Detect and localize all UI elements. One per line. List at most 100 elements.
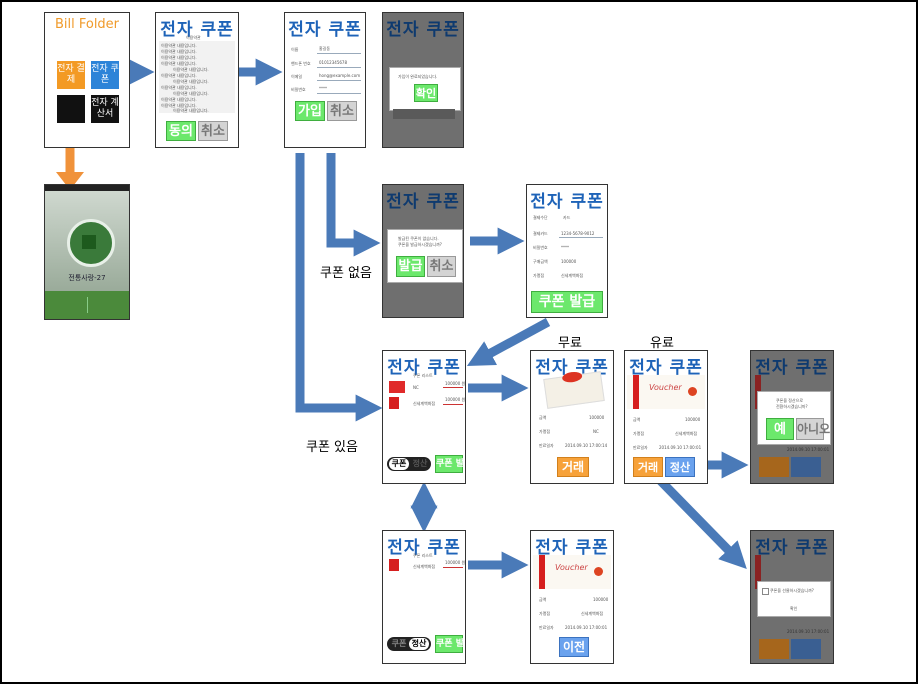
detail-label: 만료일자 — [539, 625, 554, 630]
dimmed-settle-button — [791, 639, 821, 659]
label-no-coupon: 쿠폰 없음 — [320, 266, 372, 281]
gift-card-image — [543, 370, 605, 409]
amount-field[interactable]: 100000 — [561, 259, 577, 264]
coupon-title: 전자 쿠폰 — [387, 358, 461, 378]
store-select[interactable]: 신세계백화점 — [561, 273, 584, 278]
issue-button[interactable]: 발급 — [396, 256, 425, 277]
tab-toggle[interactable]: 쿠폰 정산 — [387, 637, 431, 651]
detail-label: 가맹점 — [633, 431, 645, 436]
issue-form-screen: 전자 쿠폰 결제수단 카드 결제카드 1234-5678-9012 비밀번호 *… — [526, 184, 608, 318]
ok-button[interactable]: 확인 — [790, 606, 798, 611]
label-free: 무료 — [558, 336, 582, 351]
voucher-text: Voucher — [555, 563, 588, 572]
coupon-title: 전자 쿠폰 — [386, 20, 460, 40]
prev-button[interactable]: 이전 — [559, 637, 589, 657]
cancel-button[interactable]: 취소 — [427, 256, 456, 277]
gift-checkbox[interactable] — [762, 588, 769, 595]
bill-folder-title: Bill Folder — [54, 17, 120, 32]
name-field[interactable]: 홍길동 — [319, 46, 331, 51]
cancel-button[interactable]: 취소 — [327, 101, 357, 121]
agree-button[interactable]: 동의 — [166, 121, 196, 141]
tile-black-1[interactable] — [57, 95, 85, 123]
yes-button[interactable]: 예 — [766, 418, 794, 440]
terms-line: 이용약관 내용입니다. — [173, 91, 209, 96]
tab-settle[interactable]: 정산 — [412, 459, 428, 468]
ribbon-icon — [389, 559, 399, 571]
detail-label: 만료일자 — [539, 443, 554, 448]
coupon-title: 전자 쿠폰 — [755, 358, 829, 378]
tile-payment[interactable]: 전자 결제 — [57, 61, 85, 89]
label-paid: 유료 — [650, 336, 674, 351]
terms-line: 이용약관 내용입니다. — [173, 67, 209, 72]
terms-screen: 전자 쿠폰 이용약관 이용약관 내용입니다. 이용약관 내용입니다. 이용약관 … — [155, 12, 239, 148]
terms-line: 이용약관 내용입니다. — [161, 103, 197, 108]
settle-list-screen: 전자 쿠폰 쿠폰 리스트 신세계백화점 100000 원 쿠폰 정산 쿠폰 발급 — [382, 530, 466, 664]
cancel-button[interactable]: 취소 — [198, 121, 228, 141]
paid-coupon-detail: 전자 쿠폰 Voucher 금액 100000 가맹점 신세계백화점 만료일자 … — [624, 350, 708, 484]
field-label: 가맹점 — [533, 273, 545, 278]
coupon-name[interactable]: 신세계백화점 — [413, 401, 436, 406]
password-field[interactable]: **** — [319, 86, 327, 91]
field-label: 결제수단 — [533, 215, 548, 220]
detail-value: 2014.09.10 17:00:14 — [565, 443, 608, 448]
tab-coupon[interactable]: 쿠폰 — [389, 458, 409, 470]
issue-coupon-button[interactable]: 쿠폰 발급 — [435, 635, 465, 653]
field-underline — [559, 237, 603, 238]
field-underline — [317, 67, 361, 68]
password-field[interactable]: **** — [561, 245, 569, 250]
gift-message: 쿠폰을 선물하시겠습니까? — [770, 588, 814, 593]
payment-method-select[interactable]: 카드 — [563, 215, 571, 220]
issue-coupon-button[interactable]: 쿠폰 발급 — [435, 455, 465, 473]
ok-button[interactable]: 확인 — [414, 84, 438, 102]
coupon-name[interactable]: 신세계백화점 — [413, 564, 436, 569]
coupon-amount: 100000 원 — [445, 381, 466, 386]
join-button[interactable]: 가입 — [295, 101, 325, 121]
detail-label: 가맹점 — [539, 611, 551, 616]
coupon-title: 전자 쿠폰 — [530, 192, 604, 212]
detail-label: 금액 — [539, 597, 547, 602]
ribbon-icon — [755, 555, 761, 589]
coupon-title: 전자 쿠폰 — [387, 538, 461, 558]
gift-confirm-screen: 전자 쿠폰 쿠폰을 선물하시겠습니까? 확인 2014.09.10 17:00:… — [750, 530, 834, 664]
detail-value: 100000 — [593, 597, 609, 602]
detail-value: 신세계백화점 — [675, 431, 698, 436]
dimmed-gift-button — [759, 457, 789, 477]
email-field[interactable]: hong@example.com — [319, 73, 361, 78]
amount-underline — [443, 567, 463, 568]
field-label: 결제카드 — [533, 231, 548, 236]
detail-value: 2014.09.10 17:00:01 — [787, 629, 830, 634]
issue-prompt-screen: 전자 쿠폰 발급된 쿠폰이 없습니다. 쿠폰을 발급하시겠습니까? 발급 취소 — [382, 184, 464, 318]
signup-screen: 전자 쿠폰 이름 홍길동 핸드폰 번호 01012345678 이메일 hong… — [284, 12, 366, 148]
ribbon-icon — [633, 375, 639, 409]
gift-button[interactable]: 거래 — [557, 457, 589, 477]
tile-coupon[interactable]: 전자 쿠폰 — [91, 61, 119, 89]
detail-value: 100000 — [589, 415, 605, 420]
seal-icon — [688, 387, 697, 396]
terms-line: 이용약관 내용입니다. — [161, 73, 197, 78]
tab-settle[interactable]: 정산 — [409, 638, 429, 650]
free-coupon-detail: 전자 쿠폰 금액 100000 가맹점 NC 만료일자 2014.09.10 1… — [530, 350, 614, 484]
settled-coupon-detail: 전자 쿠폰 Voucher 금액 100000 가맹점 신세계백화점 만료일자 … — [530, 530, 614, 664]
detail-value: 2014.09.10 17:00:01 — [565, 625, 608, 630]
coupon-list-screen: 전자 쿠폰 쿠폰 리스트 NC 100000 원 신세계백화점 100000 원… — [382, 350, 466, 484]
gift-button[interactable]: 거래 — [633, 457, 663, 477]
terms-line: 이용약관 내용입니다. — [161, 49, 197, 54]
phone-field[interactable]: 01012345678 — [319, 60, 347, 65]
issue-coupon-button[interactable]: 쿠폰 발급 — [531, 291, 603, 313]
card-field[interactable]: 1234-5678-9012 — [561, 231, 595, 236]
detail-value: 2014.09.10 17:00:01 — [787, 447, 830, 452]
amount-underline — [443, 387, 463, 388]
dimmed-buttons — [393, 109, 455, 119]
settle-button[interactable]: 정산 — [665, 457, 695, 477]
terms-line: 이용약관 내용입니다. — [161, 85, 197, 90]
tab-toggle[interactable]: 쿠폰 정산 — [387, 457, 431, 471]
tab-coupon[interactable]: 쿠폰 — [391, 639, 407, 648]
issue-message-1: 발급된 쿠폰이 없습니다. — [398, 236, 439, 241]
tile-statement[interactable]: 전자 계산서 — [91, 95, 119, 123]
no-button[interactable]: 아니오 — [796, 418, 830, 440]
coupon-name[interactable]: NC — [413, 385, 419, 390]
confirm-dialog: 가입이 완료되었습니다. 확인 — [389, 67, 461, 111]
settle-confirm-screen: 전자 쿠폰 쿠폰을 정산으로 전환하시겠습니까? 예 아니오 2014.09.1… — [750, 350, 834, 484]
issue-message-2: 쿠폰을 발급하시겠습니까? — [398, 242, 442, 247]
signup-complete-screen: 전자 쿠폰 가입이 완료되었습니다. 확인 — [382, 12, 464, 148]
